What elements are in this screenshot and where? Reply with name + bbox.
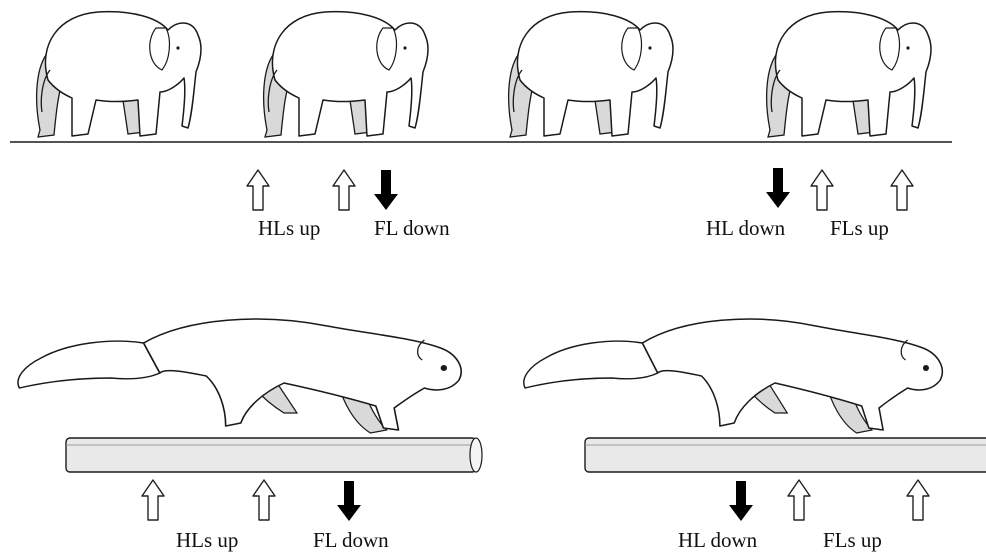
up-arrow-icon xyxy=(333,170,355,210)
primate-frame-1 xyxy=(18,319,461,433)
primate-frame-2 xyxy=(524,319,943,433)
up-arrow-icon xyxy=(811,170,833,210)
up-arrow-icon xyxy=(907,480,929,520)
label-hls-up: HLs up xyxy=(258,218,320,239)
up-arrow-icon xyxy=(891,170,913,210)
label-fl-down: FL down xyxy=(313,530,389,551)
elephant-frame-4 xyxy=(767,12,931,137)
elephant-frame-1 xyxy=(37,12,201,137)
up-arrow-icon xyxy=(253,480,275,520)
branch-left xyxy=(66,438,482,472)
elephant-frame-3 xyxy=(509,12,673,137)
up-arrow-icon xyxy=(142,480,164,520)
label-hl-down: HL down xyxy=(706,218,785,239)
label-hl-down: HL down xyxy=(678,530,757,551)
down-arrow-icon xyxy=(729,481,753,521)
branch-right xyxy=(585,438,986,472)
label-fl-down: FL down xyxy=(374,218,450,239)
primate-panel xyxy=(18,319,986,521)
up-arrow-icon xyxy=(788,480,810,520)
label-hls-up: HLs up xyxy=(176,530,238,551)
down-arrow-icon xyxy=(337,481,361,521)
down-arrow-icon xyxy=(766,168,790,208)
down-arrow-icon xyxy=(374,170,398,210)
label-fls-up: FLs up xyxy=(830,218,889,239)
up-arrow-icon xyxy=(247,170,269,210)
elephant-panel xyxy=(10,12,952,210)
label-fls-up: FLs up xyxy=(823,530,882,551)
elephant-frame-2 xyxy=(264,12,428,137)
